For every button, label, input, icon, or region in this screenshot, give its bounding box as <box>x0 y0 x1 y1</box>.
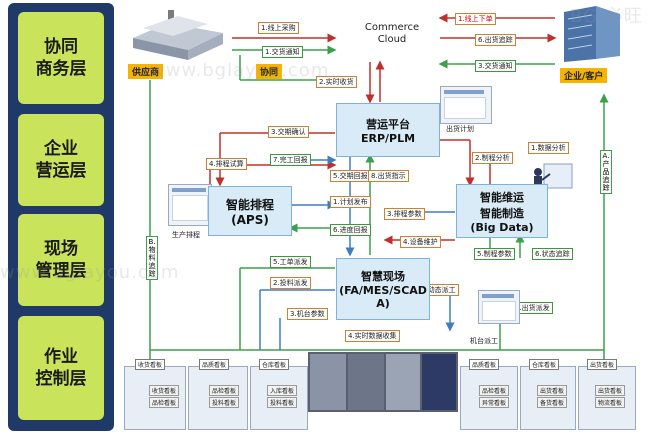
erp-line2: ERP/PLM <box>360 131 416 145</box>
tag-online-order: 1.线上下单 <box>455 13 496 25</box>
watermark-url-bottom: www.bglayou.com <box>0 262 180 283</box>
customer-label: 企业/客户 <box>560 68 608 83</box>
tag-equipment-maint: 4.设备维护 <box>400 236 441 248</box>
tag-material-release: 2.投料派发 <box>270 277 311 289</box>
dashboard-warehouse-right: 仓库看板 出货看板 备货看板 <box>520 359 576 430</box>
watermark-brand: BG 必旺 <box>570 6 643 27</box>
tag-machine-params: 3.机台参数 <box>287 308 328 320</box>
watermark-url-top: www.bglayou.com <box>150 60 330 81</box>
tag-material-track: B.物料追踪 <box>146 236 158 280</box>
erp-line1: 营运平台 <box>366 117 410 131</box>
tag-online-purchase: 1.线上采购 <box>258 22 299 34</box>
dashboard-receiving: 收货看板 收货看板 品检看板 <box>124 359 186 430</box>
tag-a-product-track: A.产品追踪 <box>600 150 612 194</box>
tag-schedule-params: 3.排程参数 <box>384 208 425 220</box>
tag-data-analysis: 1.数据分析 <box>528 142 569 154</box>
layer-site-management: 现场 管理层 <box>18 214 104 306</box>
bigdata-line1: 智能维运 <box>480 190 524 204</box>
mes-line3: A) <box>376 297 390 310</box>
mes-line1: 智慧现场 <box>361 270 405 283</box>
machine-dispatch-screen-icon <box>478 290 520 324</box>
shipment-plan-screen-icon <box>440 86 492 124</box>
aps-line2: (APS) <box>231 212 269 227</box>
aps-line1: 智能排程 <box>225 197 274 212</box>
supplier-label: 供应商 <box>128 64 164 79</box>
dashboard-shipping: 出货看板 出货看板 物流看板 <box>578 359 636 430</box>
tag-plan-release: 1.计划发布 <box>330 196 371 208</box>
dashboard-warehouse-left: 仓库看板 入库看板 投料看板 <box>250 359 308 430</box>
tag-order-tracking: 6.出货追踪 <box>475 34 516 46</box>
dashboard-quality-right: 品质看板 品检看板 异常看板 <box>460 359 518 430</box>
production-schedule-screen-icon <box>168 184 212 226</box>
bigdata-line2: 智能制造 <box>480 206 524 220</box>
dashboard-quality: 品质看板 品检看板 投料看板 <box>188 359 248 430</box>
supplier-building-icon <box>128 8 228 63</box>
tag-process-analysis: 2.制程分析 <box>472 152 513 164</box>
layer-enterprise-operation: 企业 营运层 <box>18 114 104 206</box>
cloud-line1: Commerce <box>364 22 420 33</box>
tag-trade-notice-right: 3.交货通知 <box>475 60 516 72</box>
cooperate-label: 协同 <box>256 64 283 79</box>
shipment-plan-caption: 出货计划 <box>446 125 474 133</box>
tag-complete-return: 7.完工回报 <box>270 154 311 166</box>
bigdata-box: 智能维运 智能制造 (Big Data) <box>456 184 548 238</box>
customer-building-icon <box>556 4 628 64</box>
cloud-line2: Cloud <box>377 34 407 45</box>
tag-shipment-instruction: 8.出货指示 <box>368 170 409 182</box>
machine-dispatch-caption: 机台派工 <box>470 337 498 345</box>
tag-progress-return: 6.进度回报 <box>330 224 371 236</box>
tag-trade-ack: 3.交期确认 <box>268 126 309 138</box>
tag-trade-return: 5.交期回报 <box>330 170 371 182</box>
tag-realtime-collect: 4.实时数据收集 <box>345 330 400 342</box>
tag-process-params: 5.制程参数 <box>474 248 515 260</box>
tag-realtime-receive: 2.实时收货 <box>316 76 357 88</box>
erp-plm-box: 营运平台 ERP/PLM <box>336 103 440 157</box>
commerce-cloud: Commerce Cloud <box>352 22 432 46</box>
layer-collab-business: 协同 商务层 <box>18 12 104 104</box>
factory-photos <box>308 352 458 412</box>
aps-box: 智能排程 (APS) <box>208 186 292 236</box>
tag-schedule-trial: 4.排程试算 <box>206 158 247 170</box>
tag-work-order-release: 5.工单派发 <box>270 256 311 268</box>
tag-state-tracking: 6.状态追踪 <box>532 248 573 260</box>
mes-line2: (FA/MES/SCAD <box>339 284 427 297</box>
bigdata-line3: (Big Data) <box>470 220 534 234</box>
production-schedule-caption: 生产排程 <box>172 231 200 239</box>
tag-trade-notice-left: 1.交货通知 <box>262 46 303 58</box>
mes-box: 智慧现场 (FA/MES/SCAD A) <box>336 258 430 320</box>
layer-operation-control: 作业 控制层 <box>18 316 104 420</box>
